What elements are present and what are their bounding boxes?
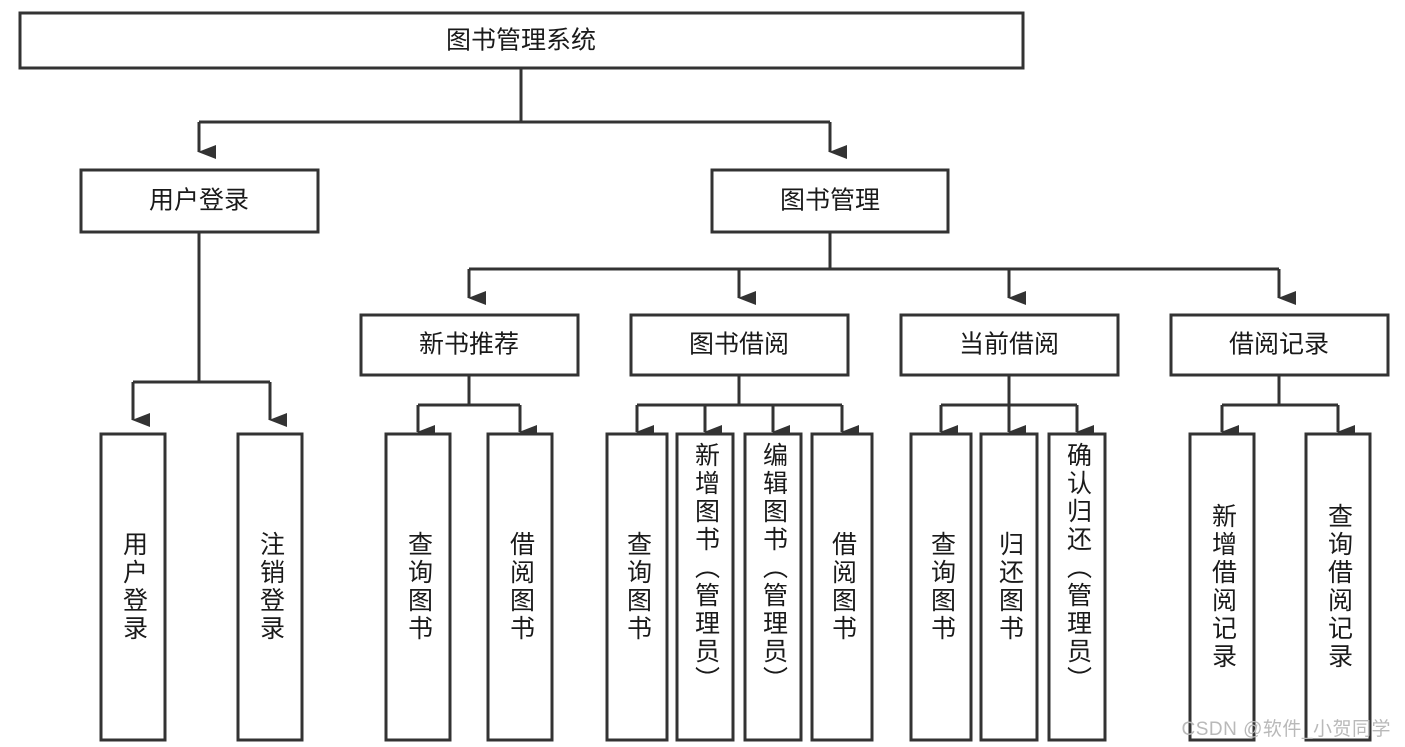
node-root-box[interactable] [18, 11, 1025, 70]
leaf-box-user-login-1[interactable] [99, 432, 167, 742]
leaf-box-current-borrow-2[interactable] [979, 432, 1039, 742]
node-current-borrow-label: 当前借阅 [959, 331, 1059, 359]
node-new-book-recommend-label: 新书推荐 [419, 331, 519, 359]
node-book-manage-box[interactable] [710, 168, 950, 234]
node-current-borrow-box[interactable] [899, 313, 1120, 377]
node-book-borrow-label: 图书借阅 [689, 331, 789, 359]
node-borrow-record-label: 借阅记录 [1229, 331, 1329, 359]
node-new-book-recommend-box[interactable] [359, 313, 580, 377]
node-book-borrow-box[interactable] [629, 313, 850, 377]
leaf-box-current-borrow-3[interactable] [1047, 432, 1107, 742]
leaf-box-user-login-2[interactable] [236, 432, 304, 742]
leaf-box-borrow-record-2[interactable] [1304, 432, 1372, 742]
leaf-box-book-borrow-2[interactable] [675, 432, 735, 742]
leaf-box-borrow-record-1[interactable] [1188, 432, 1256, 742]
csdn-watermark: CSDN @软件_小贺同学 [1181, 719, 1391, 740]
leaf-box-new-book-recommend-2[interactable] [486, 432, 554, 742]
leaf-box-book-borrow-3[interactable] [743, 432, 803, 742]
leaf-box-current-borrow-1[interactable] [909, 432, 973, 742]
node-root-label: 图书管理系统 [446, 27, 596, 55]
leaf-box-new-book-recommend-1[interactable] [384, 432, 452, 742]
node-user-login-label: 用户登录 [149, 187, 249, 215]
leaf-box-book-borrow-1[interactable] [605, 432, 669, 742]
node-borrow-record-box[interactable] [1169, 313, 1390, 377]
leaf-box-book-borrow-4[interactable] [810, 432, 874, 742]
node-book-manage-label: 图书管理 [780, 187, 880, 215]
